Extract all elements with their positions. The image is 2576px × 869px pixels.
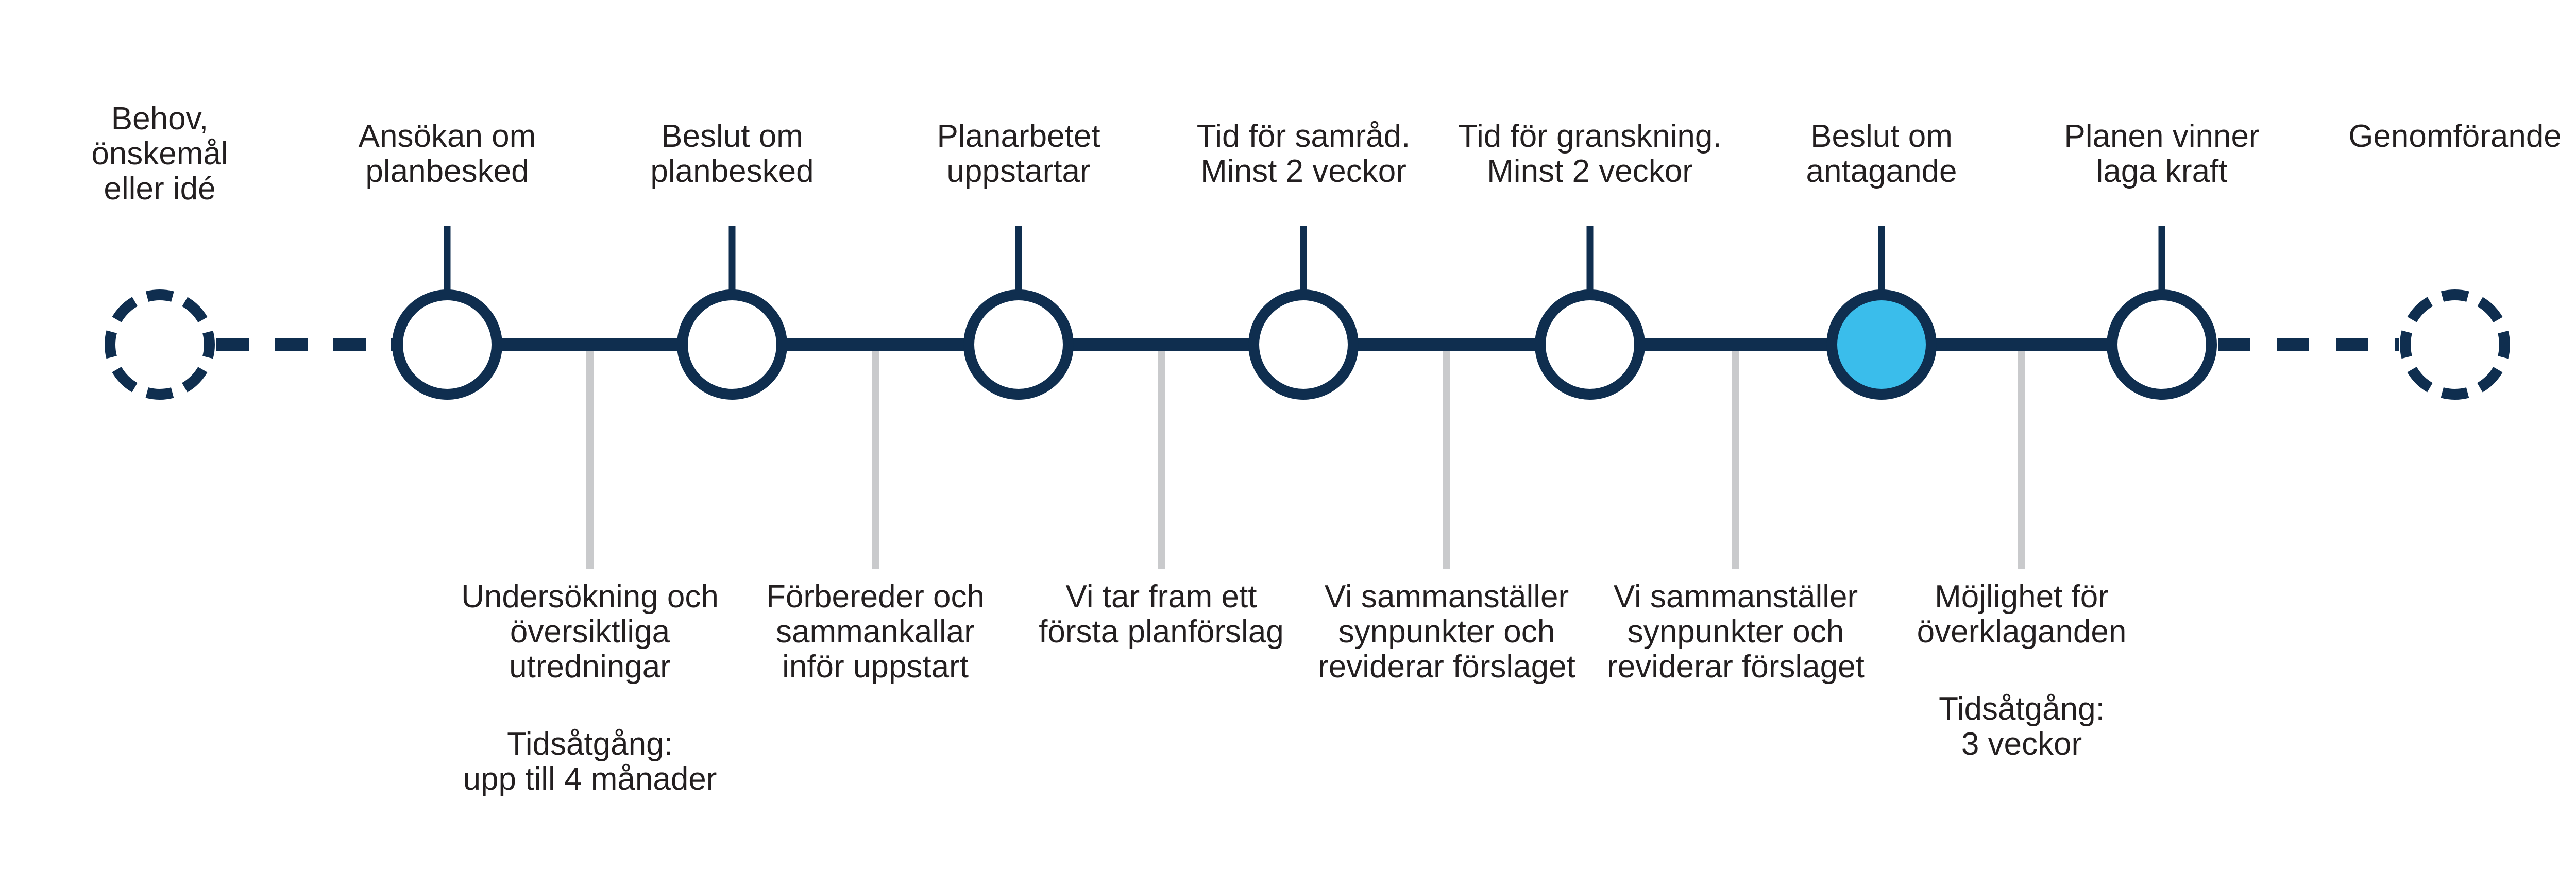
step-label-antagande: Beslut om antagande <box>1806 118 1957 189</box>
note-text: Vi sammanställer synpunkter och revidera… <box>1318 579 1575 685</box>
note-sammanstaller-granskning: Vi sammanställer synpunkter och revidera… <box>1607 580 1865 685</box>
note-duration: Tidsåtgång: upp till 4 månader <box>463 726 717 797</box>
milestone-laga-kraft-circle <box>2107 289 2217 400</box>
milestone-ansokan-circle <box>392 289 502 400</box>
milestone-behov-dashed-circle <box>105 289 215 400</box>
step-label-laga-kraft: Planen vinner laga kraft <box>2064 118 2260 189</box>
step-label-samrad: Tid för samråd. Minst 2 veckor <box>1196 118 1411 189</box>
note-text: Förbereder och sammankallar inför uppsta… <box>766 579 985 685</box>
note-text: Möjlighet för överklaganden <box>1917 579 2127 650</box>
step-label-planarbetet: Planarbetet uppstartar <box>937 118 1100 189</box>
note-text: Undersökning och översiktliga utredninga… <box>461 579 719 685</box>
milestone-genomforande-dashed-circle <box>2400 289 2510 400</box>
note-text: Vi sammanställer synpunkter och revidera… <box>1607 579 1865 685</box>
note-text: Vi tar fram ett första planförslag <box>1039 579 1284 650</box>
milestone-antagande-circle-highlighted <box>1826 289 1937 400</box>
milestone-planarbetet-circle <box>963 289 1074 400</box>
note-overklaganden: Möjlighet för överklaganden Tidsåtgång: … <box>1917 580 2127 762</box>
note-sammanstaller-samrad: Vi sammanställer synpunkter och revidera… <box>1318 580 1575 685</box>
step-label-granskning: Tid för granskning. Minst 2 veckor <box>1458 118 1722 189</box>
note-planforslag: Vi tar fram ett första planförslag <box>1039 580 1284 650</box>
step-label-beslut-planbesked: Beslut om planbesked <box>650 118 814 189</box>
milestone-beslut-planbesked-circle <box>677 289 787 400</box>
step-label-genomforande: Genomförande <box>2348 118 2562 154</box>
note-duration: Tidsåtgång: 3 veckor <box>1939 691 2105 762</box>
step-label-behov: Behov, önskemål eller idé <box>91 101 228 207</box>
note-undersokning: Undersökning och översiktliga utredninga… <box>461 580 719 797</box>
note-forbereder: Förbereder och sammankallar inför uppsta… <box>766 580 985 685</box>
step-label-ansokan: Ansökan om planbesked <box>358 118 536 189</box>
milestone-granskning-circle <box>1535 289 1645 400</box>
milestone-samrad-circle <box>1248 289 1359 400</box>
